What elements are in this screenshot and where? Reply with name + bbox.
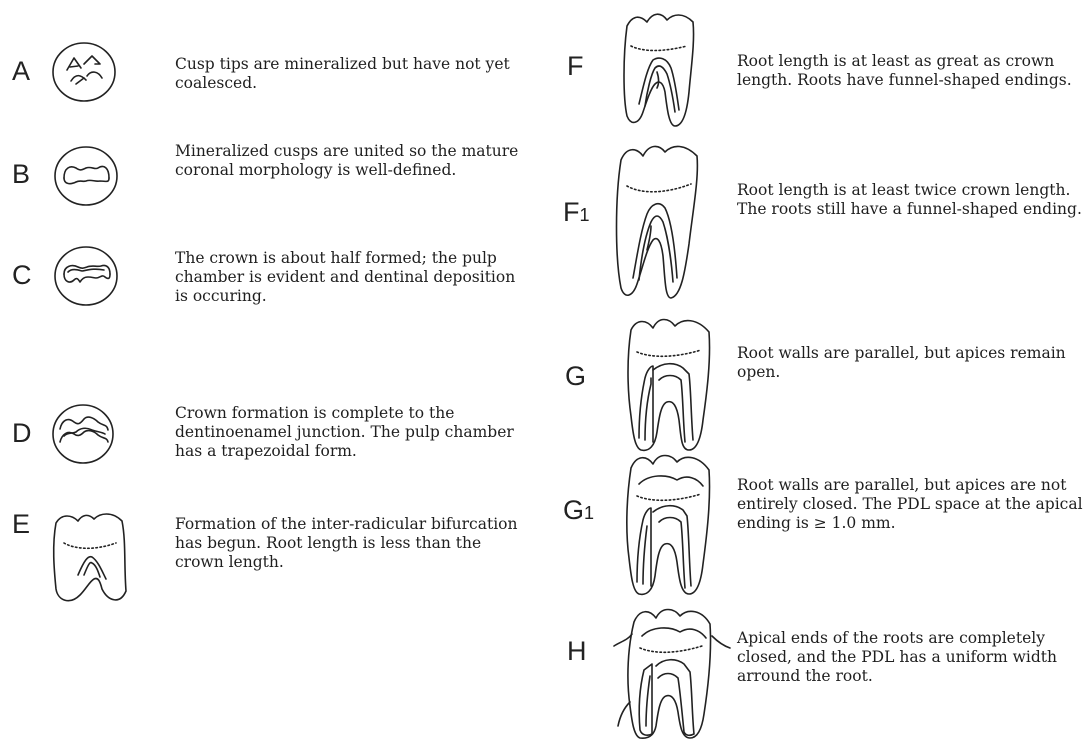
desc-line: Cusp tips are mineralized but have not y… — [175, 55, 510, 74]
tooth-diagram-f — [615, 8, 703, 130]
stage-label-f: F — [567, 53, 584, 80]
desc-line: coalesced. — [175, 74, 510, 93]
tooth-diagram-c — [52, 244, 120, 308]
stage-desc-h: Apical ends of the roots are completely … — [737, 629, 1057, 686]
stage-label-b: B — [12, 161, 30, 188]
tooth-diagram-e — [50, 509, 132, 611]
stage-desc-a: Cusp tips are mineralized but have not y… — [175, 55, 510, 93]
stage-desc-g1: Root walls are parallel, but apices are … — [737, 476, 1083, 533]
stage-desc-f: Root length is at least as great as crow… — [737, 52, 1072, 90]
desc-line: Formation of the inter-radicular bifurca… — [175, 515, 517, 534]
desc-line: Mineralized cusps are united so the matu… — [175, 142, 518, 161]
stage-desc-d: Crown formation is complete to the denti… — [175, 404, 514, 461]
desc-line: is occuring. — [175, 287, 515, 306]
stage-letter: F — [563, 197, 580, 227]
desc-line: has begun. Root length is less than the — [175, 534, 517, 553]
tooth-diagram-g1 — [617, 450, 715, 598]
desc-line: Root walls are parallel, but apices rema… — [737, 344, 1066, 363]
stage-label-g1: G1 — [563, 497, 594, 524]
tooth-diagram-g — [617, 312, 715, 454]
desc-line: Root length is at least twice crown leng… — [737, 181, 1082, 200]
desc-line: closed, and the PDL has a uniform width — [737, 648, 1057, 667]
desc-line: length. Roots have funnel-shaped endings… — [737, 71, 1072, 90]
stage-label-f1: F1 — [563, 199, 590, 226]
stage-letter: A — [12, 56, 30, 86]
stage-letter: B — [12, 159, 30, 189]
desc-line: The crown is about half formed; the pulp — [175, 249, 515, 268]
desc-line: arround the root. — [737, 667, 1057, 686]
stage-desc-b: Mineralized cusps are united so the matu… — [175, 142, 518, 180]
desc-line: coronal morphology is well-defined. — [175, 161, 518, 180]
tooth-diagram-f1 — [611, 138, 707, 306]
stage-letter: F — [567, 51, 584, 81]
stage-subscript: 1 — [584, 503, 594, 523]
stage-letter: G — [563, 495, 584, 525]
desc-line: dentinoenamel junction. The pulp chamber — [175, 423, 514, 442]
desc-line: Root walls are parallel, but apices are … — [737, 476, 1083, 495]
desc-line: open. — [737, 363, 1066, 382]
stage-letter: H — [567, 636, 587, 666]
stage-label-d: D — [12, 420, 32, 447]
tooth-diagram-a — [50, 40, 118, 104]
desc-line: crown length. — [175, 553, 517, 572]
stage-desc-c: The crown is about half formed; the pulp… — [175, 249, 515, 306]
desc-line: chamber is evident and dentinal depositi… — [175, 268, 515, 287]
desc-line: Root length is at least as great as crow… — [737, 52, 1072, 71]
stage-letter: C — [12, 260, 32, 290]
tooth-diagram-h — [610, 602, 732, 739]
stage-desc-g: Root walls are parallel, but apices rema… — [737, 344, 1066, 382]
stage-label-h: H — [567, 638, 587, 665]
stage-label-a: A — [12, 58, 30, 85]
stage-label-c: C — [12, 262, 32, 289]
stage-label-g: G — [565, 363, 586, 390]
desc-line: entirely closed. The PDL space at the ap… — [737, 495, 1083, 514]
tooth-diagram-d — [50, 402, 116, 466]
stage-desc-f1: Root length is at least twice crown leng… — [737, 181, 1082, 219]
desc-line: The roots still have a funnel-shaped end… — [737, 200, 1082, 219]
desc-line: ending is ≥ 1.0 mm. — [737, 514, 1083, 533]
stage-letter: E — [12, 509, 30, 539]
stage-desc-e: Formation of the inter-radicular bifurca… — [175, 515, 517, 572]
stage-label-e: E — [12, 511, 30, 538]
stage-subscript: 1 — [580, 205, 590, 225]
desc-line: Apical ends of the roots are completely — [737, 629, 1057, 648]
stage-letter: G — [565, 361, 586, 391]
stage-letter: D — [12, 418, 32, 448]
desc-line: Crown formation is complete to the — [175, 404, 514, 423]
desc-line: has a trapezoidal form. — [175, 442, 514, 461]
tooth-diagram-b — [52, 144, 120, 208]
